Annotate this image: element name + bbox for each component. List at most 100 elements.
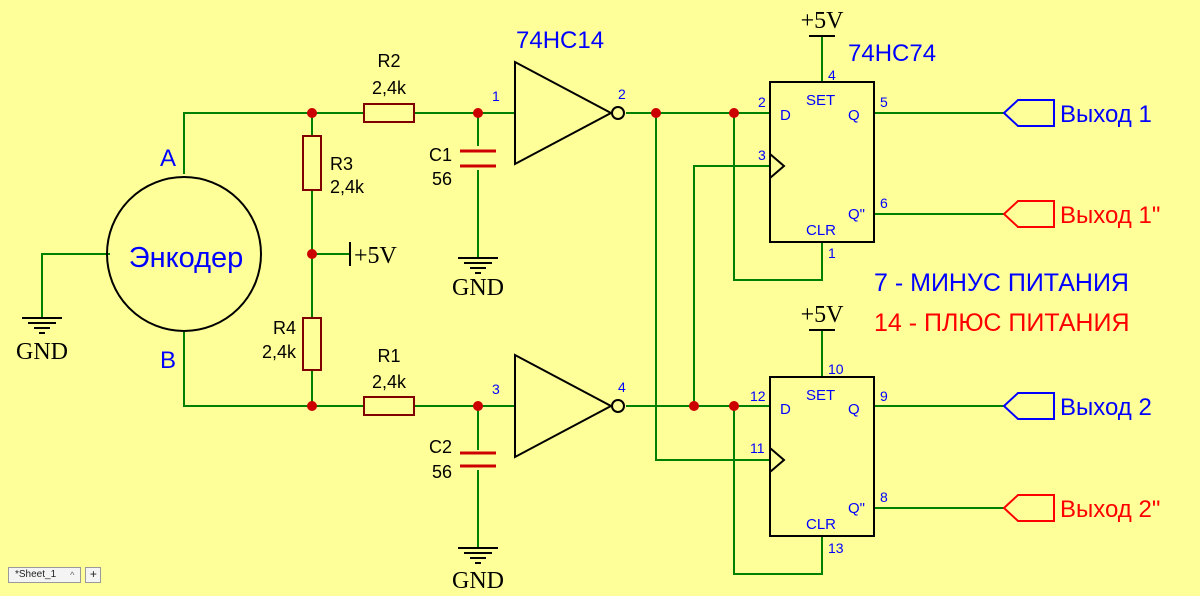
pin-label-q: Q [848,107,860,124]
pin-number: 3 [758,147,766,163]
encoder[interactable]: Энкодер A B [106,145,262,374]
resistor-r4[interactable]: R4 2,4k [262,317,322,371]
encoder-pin-a-label: A [160,145,176,172]
output-label: Выход 1" [1060,202,1160,229]
resistor-ref: R2 [377,51,400,71]
resistor-r2[interactable]: R2 2,4k [363,51,415,123]
note-plus-supply: 14 - ПЛЮС ПИТАНИЯ [874,309,1130,337]
gnd-label: GND [452,275,504,301]
port-flag [1002,200,1055,228]
output-port-1[interactable]: Выход 1 [1002,99,1152,128]
resistor-ref: R1 [377,346,400,366]
pin-number: 4 [618,379,626,395]
junction-dot [729,401,739,411]
encoder-pin-b-label: B [160,347,176,374]
encoder-label: Энкодер [129,242,244,274]
flipflop-part-label: 74HC74 [848,40,936,67]
port-flag [1002,494,1055,522]
capacitor-ref: C2 [429,437,452,457]
pin-label-d: D [780,107,791,124]
note-minus-supply: 7 - МИНУС ПИТАНИЯ [874,269,1129,297]
capacitor-value: 56 [432,462,452,482]
power-symbol-ff2: +5V [801,302,845,331]
gnd-label: GND [452,568,504,594]
pin-label-qn: Q" [848,500,865,517]
resistor-r3[interactable]: R3 2,4k [302,135,365,197]
pin-number: 10 [828,361,844,377]
vcc-label: +5V [801,302,845,328]
junctions [307,108,739,411]
junction-dot [473,401,483,411]
resistor-body [302,135,322,191]
resistor-value: 2,4k [262,342,297,362]
pin-number: 2 [618,86,626,102]
output-label: Выход 2 [1060,394,1152,421]
junction-dot [307,249,317,259]
inverter-triangle [514,60,614,166]
capacitor-c1[interactable]: C1 56 [429,145,496,189]
power-symbol-ff1: +5V [801,8,845,37]
junction-dot [307,108,317,118]
sheet-tab-label: *Sheet_1 [15,569,57,580]
pin-number: 9 [880,388,888,404]
ground-symbol-c1: GND [452,257,504,301]
inverter-bubble [611,106,625,120]
inverter-bubble [611,399,625,413]
pin-number: 5 [880,94,888,110]
output-port-2[interactable]: Выход 2 [1002,392,1152,421]
pin-number: 6 [880,195,888,211]
resistor-ref: R4 [273,318,296,338]
junction-dot [473,108,483,118]
resistor-r1[interactable]: R1 2,4k [363,346,415,416]
pin-number: 13 [828,540,844,556]
clock-wedge [769,447,786,473]
flipflop-body [769,376,875,537]
resistor-body [363,396,415,416]
inverter-part-label: 74HC14 [516,27,604,54]
pin-label-q: Q [848,401,860,418]
gnd-label: GND [16,339,68,365]
pin-number: 3 [492,381,500,397]
junction-dot [307,401,317,411]
output-port-1-inverted[interactable]: Выход 1" [1002,200,1160,229]
junction-dot [651,108,661,118]
pin-label-qn: Q" [848,206,865,223]
vcc-label: +5V [354,243,398,269]
capacitor-ref: C1 [429,145,452,165]
flipflop-2[interactable]: SET D Q Q" CLR 10 12 11 9 8 13 [750,361,888,556]
junction-dot [689,401,699,411]
sheet-tab[interactable]: *Sheet_1 ^ [8,567,82,583]
power-symbol-r3r4: +5V [349,242,398,269]
encoder-body [106,176,262,332]
pin-number: 1 [492,88,500,104]
pin-label-d: D [780,401,791,418]
pin-label-set: SET [806,387,835,404]
junction-dot [729,108,739,118]
sheet-tab-bar: *Sheet_1 ^ + [8,567,102,583]
flipflop-body [769,81,875,243]
ground-symbol-encoder: GND [16,317,68,365]
inverter-gate-1[interactable]: 1 2 [492,60,626,166]
pin-label-set: SET [806,92,835,109]
resistor-body [363,103,415,123]
vcc-label: +5V [801,8,845,34]
resistor-value: 2,4k [330,177,365,197]
pin-number: 11 [750,440,765,456]
capacitor-c2[interactable]: C2 56 [429,437,496,482]
pin-number: 12 [750,388,766,404]
pin-label-clr: CLR [806,222,836,239]
chevron-up-icon[interactable]: ^ [70,570,75,580]
flipflop-1[interactable]: SET D Q Q" CLR 4 2 3 5 6 1 [758,67,888,261]
pin-label-clr: CLR [806,516,836,533]
add-sheet-button[interactable]: + [85,567,102,583]
resistor-value: 2,4k [372,78,407,98]
resistor-ref: R3 [330,154,353,174]
port-flag [1002,392,1055,420]
resistor-value: 2,4k [372,372,407,392]
inverter-triangle [514,353,614,459]
inverter-gate-2[interactable]: 3 4 [492,353,626,459]
output-port-2-inverted[interactable]: Выход 2" [1002,494,1160,523]
clock-wedge [769,153,786,179]
output-label: Выход 2" [1060,496,1160,523]
pin-number: 1 [828,245,836,261]
